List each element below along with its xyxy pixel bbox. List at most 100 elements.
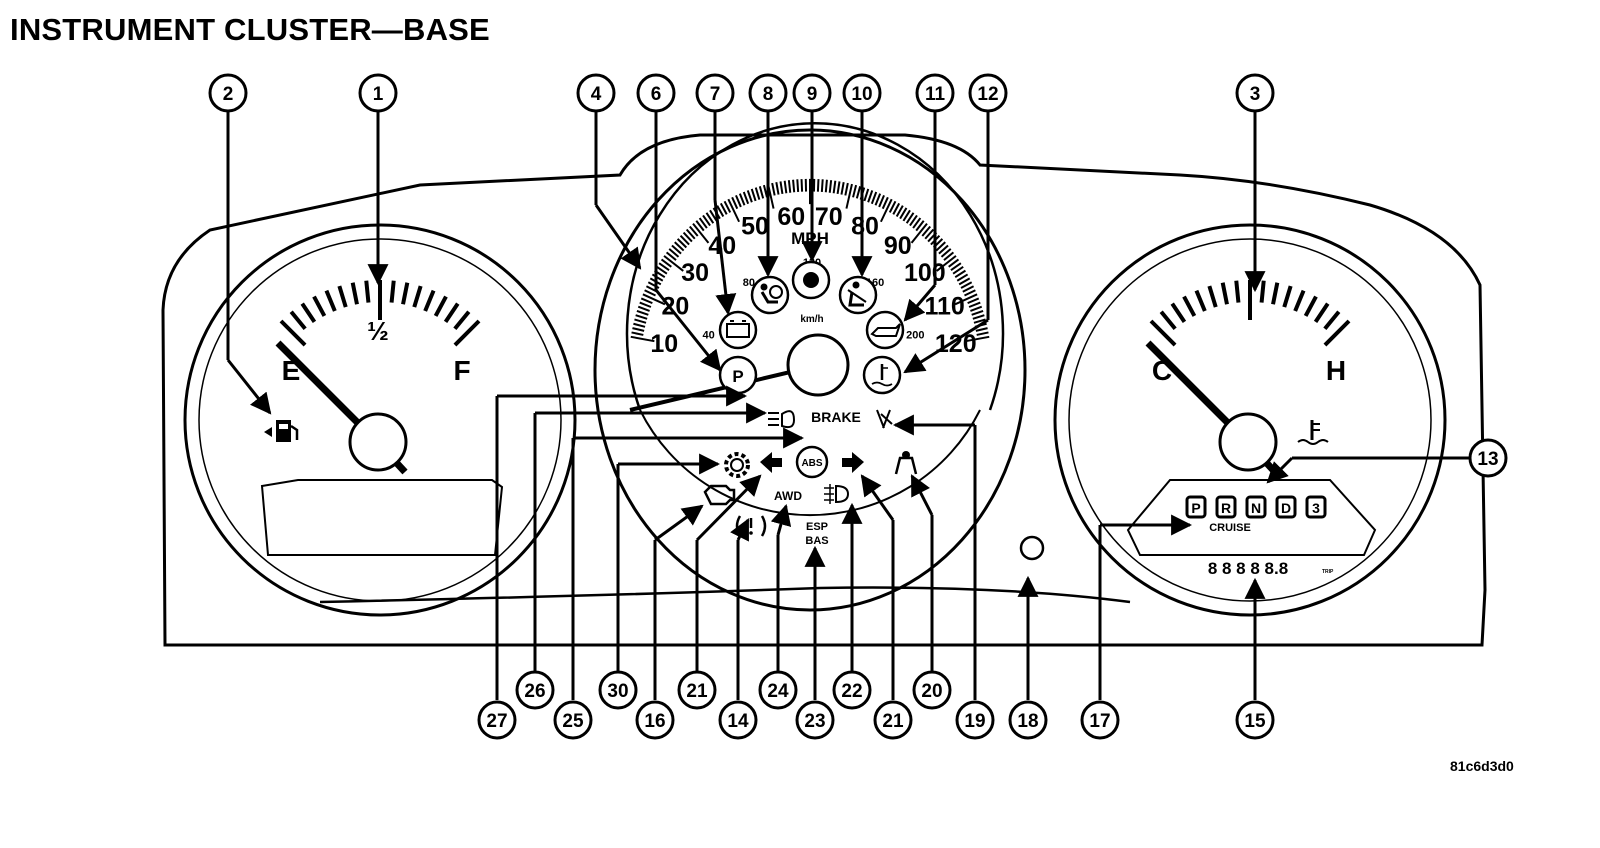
callout-circle <box>1235 700 1275 740</box>
callout-circle <box>553 700 593 740</box>
fuel-half-label: ½ <box>367 316 389 346</box>
speed-number-mph: 120 <box>935 330 977 358</box>
callout-circle <box>955 700 995 740</box>
callout-circle <box>635 700 675 740</box>
prndl-letter: D <box>1281 500 1291 516</box>
callout-number: 7 <box>710 84 721 105</box>
callout-number: 10 <box>851 84 872 105</box>
callout-number: 9 <box>807 84 818 105</box>
callout-number: 16 <box>644 711 665 732</box>
prndl-letter: 3 <box>1312 500 1320 516</box>
security-lamp-icon <box>791 260 831 300</box>
temp-hot-label: H <box>1326 355 1346 386</box>
callout-circle <box>1080 700 1120 740</box>
callout-number: 23 <box>804 711 825 732</box>
speed-number-kmh: 40 <box>703 329 715 341</box>
callout-number: 6 <box>651 84 662 105</box>
callout-circle <box>758 670 798 710</box>
fuel-full-label: F <box>453 355 470 386</box>
speed-number-kmh: 200 <box>906 329 924 341</box>
prndl-letter: N <box>1251 500 1261 516</box>
callout-circle <box>515 670 555 710</box>
callout-number: 18 <box>1017 711 1038 732</box>
callout-circle <box>1468 438 1508 478</box>
callout-number: 21 <box>882 711 904 732</box>
callout-circle <box>358 73 398 113</box>
esp-indicator: ESP <box>806 521 828 533</box>
callout-circle <box>968 73 1008 113</box>
svg-text:ABS: ABS <box>801 458 822 469</box>
headlamp-high-beam-icon <box>768 410 796 429</box>
speedometer-kmh-label: km/h <box>800 314 823 325</box>
park-brake-icon: P <box>718 355 758 395</box>
leader-lines <box>226 112 1470 700</box>
callout-number: 11 <box>925 84 946 105</box>
callout-number: 12 <box>977 84 998 105</box>
diagram-title: INSTRUMENT CLUSTER—BASE <box>10 12 490 47</box>
esp-off-icon <box>894 451 918 475</box>
callout-number: 21 <box>686 681 708 702</box>
bas-indicator: BAS <box>805 535 828 547</box>
callout-number: 17 <box>1089 711 1110 732</box>
speed-number-mph: 100 <box>904 259 946 287</box>
callout-circle <box>873 700 913 740</box>
prndl-letter: R <box>1221 500 1231 516</box>
cluster-housing <box>161 133 1487 647</box>
coolant-temp-icon <box>1297 420 1329 445</box>
odometer-units: TRIP <box>1322 569 1334 575</box>
callout-number: 3 <box>1250 84 1261 105</box>
cruise-indicator: CRUISE <box>1209 522 1251 534</box>
transmission-temp-icon <box>724 452 750 478</box>
callout-circle <box>598 670 638 710</box>
brake-warning-indicator: BRAKE <box>811 409 861 425</box>
speed-number-kmh: 80 <box>743 277 755 289</box>
front-fog-lamp-icon <box>824 484 850 504</box>
callout-number: 22 <box>841 681 862 702</box>
turn-signal-right-icon <box>842 452 864 473</box>
callout-circle <box>792 73 832 113</box>
callout-number: 2 <box>223 84 234 105</box>
callout-circle <box>795 700 835 740</box>
callout-number: 30 <box>607 681 628 702</box>
prndl-indicator: P R N D 3 <box>1185 495 1327 519</box>
speed-number-mph: 80 <box>851 213 879 241</box>
callout-circle <box>576 73 616 113</box>
callout-circle <box>915 73 955 113</box>
traction-control-icon <box>876 409 893 429</box>
callout-number: 4 <box>591 84 602 105</box>
prndl-box <box>1305 495 1327 519</box>
callout-number: 13 <box>1477 449 1498 470</box>
callout-circle <box>842 73 882 113</box>
callout-number: 24 <box>767 681 789 702</box>
callout-circle <box>1235 73 1275 113</box>
coolant-warning-icon <box>862 355 902 395</box>
callout-circle <box>832 670 872 710</box>
callout-number: 19 <box>964 711 985 732</box>
callout-circle <box>912 670 952 710</box>
prndl-letter: P <box>1191 500 1200 516</box>
speedometer-mph-label: MPH <box>791 229 829 248</box>
callout-number: 1 <box>373 84 384 105</box>
speed-number-mph: 30 <box>681 259 709 287</box>
charging-system-icon <box>718 310 758 350</box>
callout-circle <box>1008 700 1048 740</box>
callout-number: 27 <box>486 711 507 732</box>
callout-number: 20 <box>921 681 942 702</box>
speed-number-mph: 90 <box>884 232 912 260</box>
awd-indicator: AWD <box>774 489 802 503</box>
check-engine-icon <box>703 484 736 506</box>
prndl-box <box>1185 495 1207 519</box>
fuel-pump-icon <box>264 420 299 442</box>
callout-number: 25 <box>562 711 584 732</box>
prndl-box <box>1245 495 1267 519</box>
callout-number: 26 <box>524 681 545 702</box>
speed-number-mph: 70 <box>815 203 843 231</box>
callout-number: 15 <box>1244 711 1266 732</box>
callout-circle <box>695 73 735 113</box>
figure-code: 81c6d3d0 <box>1450 758 1514 774</box>
temp-cold-label: C <box>1152 355 1172 386</box>
callout-circle <box>718 700 758 740</box>
trip-reset-button <box>1019 535 1045 561</box>
seatbelt-reminder-icon <box>838 275 878 315</box>
